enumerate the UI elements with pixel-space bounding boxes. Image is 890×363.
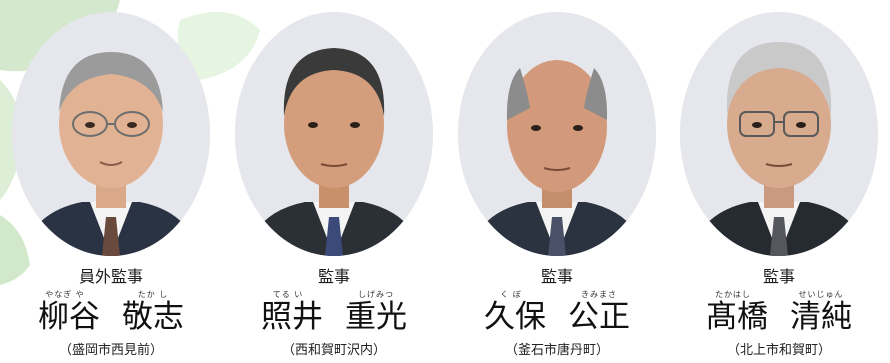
- surname-furigana: たかはし: [715, 290, 751, 299]
- given-name: 公正: [568, 299, 630, 335]
- surname: 照井: [261, 299, 323, 335]
- portrait-illustration: [235, 12, 433, 256]
- role-label: 監事: [317, 267, 350, 286]
- portrait-illustration: [458, 12, 656, 256]
- surname-furigana: く ぼ: [500, 290, 522, 299]
- member-name: 照井重光: [223, 299, 445, 335]
- surname: 柳谷: [38, 299, 100, 335]
- member-name: 髙橋清純: [668, 299, 890, 335]
- surname: 髙橋: [706, 299, 768, 335]
- role-label: 員外監事: [78, 267, 143, 286]
- given-name-furigana: せいじゅん: [798, 290, 844, 299]
- given-name-furigana: しげみつ: [358, 290, 394, 299]
- portrait-photo: [458, 12, 656, 256]
- residence-label: （釜石市唐丹町）: [504, 343, 609, 358]
- residence-label: （西和賀町沢内）: [281, 343, 386, 358]
- member-name: 柳谷敬志: [0, 299, 222, 335]
- portrait-photo: [12, 12, 210, 256]
- surname-furigana: やなぎ や: [45, 290, 85, 299]
- given-name-furigana: きみまさ: [581, 290, 617, 299]
- residence-label: （北上市和賀町）: [726, 343, 831, 358]
- portrait-illustration: [680, 12, 878, 256]
- given-name: 清純: [790, 299, 852, 335]
- role-label: 監事: [762, 267, 795, 286]
- member-name: 久保公正: [446, 299, 668, 335]
- portrait-photo: [680, 12, 878, 256]
- member-card: 員外監事 やなぎ や たか し 柳谷敬志 （盛岡市西見前）: [0, 0, 222, 363]
- role-label: 監事: [540, 267, 573, 286]
- member-card: 監事 たかはし せいじゅん 髙橋清純 （北上市和賀町）: [668, 0, 890, 363]
- surname: 久保: [484, 299, 546, 335]
- residence-label: （盛岡市西見前）: [58, 343, 163, 358]
- member-card: 監事 てる い しげみつ 照井重光 （西和賀町沢内）: [223, 0, 445, 363]
- surname-furigana: てる い: [272, 290, 304, 299]
- given-name: 敬志: [122, 299, 184, 335]
- portrait-photo: [235, 12, 433, 256]
- member-card: 監事 く ぼ きみまさ 久保公正 （釜石市唐丹町）: [446, 0, 668, 363]
- portrait-illustration: [12, 12, 210, 256]
- given-name-furigana: たか し: [137, 290, 169, 299]
- given-name: 重光: [345, 299, 407, 335]
